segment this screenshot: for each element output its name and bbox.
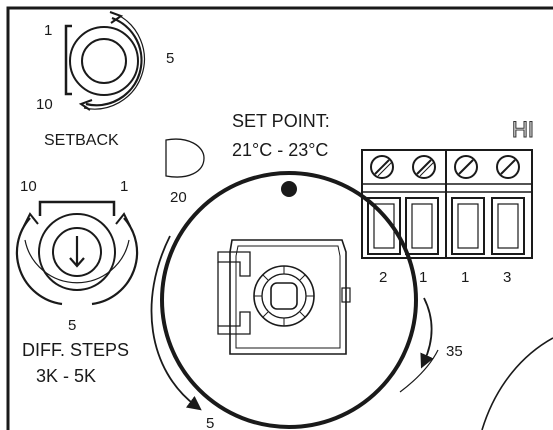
terminal-badge: HI — [512, 117, 534, 142]
setback-dial-min-label: 10 — [36, 96, 53, 113]
setback-dial-high-label: 5 — [166, 50, 174, 67]
terminal-screw-1[interactable] — [370, 155, 394, 179]
diff-knob-inner — [52, 227, 102, 277]
setpoint-scale-left-arc — [150, 235, 202, 411]
setpoint-scale-low: 20 — [170, 189, 187, 206]
diff-dial-left-label: 10 — [20, 178, 37, 195]
diff-dial-right-label: 1 — [120, 178, 128, 195]
setback-label: SETBACK — [44, 132, 119, 149]
terminal-slot-4[interactable] — [491, 197, 525, 255]
terminal-slot-1[interactable] — [367, 197, 401, 255]
setback-dial[interactable] — [64, 11, 145, 111]
diff-steps-dial[interactable] — [15, 200, 139, 306]
diff-rotation-arc-left — [15, 217, 63, 306]
diff-arrow-right-icon — [115, 212, 131, 227]
adjacent-dial-edge — [481, 337, 553, 430]
setback-dial-low-label: 1 — [44, 22, 52, 39]
setpoint-scale-bottom: 5 — [206, 415, 214, 430]
terminal-label-3: 1 — [461, 269, 469, 286]
diff-bracket — [38, 200, 116, 216]
indicator-lens — [165, 138, 205, 178]
setpoint-dial-ring — [160, 171, 418, 429]
setback-rotation-arc — [85, 16, 143, 107]
terminal-label-2: 1 — [419, 269, 427, 286]
setpoint-scale-right-arc — [420, 297, 434, 369]
diff-rotation-arc-right — [91, 217, 139, 306]
terminal-slot-3[interactable] — [451, 197, 485, 255]
setback-arrow-top-icon — [109, 11, 124, 24]
terminal-slot-2[interactable] — [405, 197, 439, 255]
panel-border — [6, 6, 553, 430]
terminal-screw-3[interactable] — [454, 155, 478, 179]
terminal-block — [361, 149, 533, 259]
terminal-screw-4[interactable] — [496, 155, 520, 179]
diff-steps-range: 3K - 5K — [36, 366, 96, 386]
diff-arrow-left-icon — [23, 212, 39, 227]
setback-bracket — [64, 24, 72, 96]
setpoint-range: 21°C - 23°C — [232, 140, 328, 160]
setback-arrow-bottom-icon — [78, 99, 93, 111]
terminal-label-4: 3 — [503, 269, 511, 286]
setpoint-dial[interactable] — [150, 171, 439, 429]
setpoint-knob[interactable] — [253, 265, 315, 327]
diff-knob-outer — [38, 213, 116, 291]
terminal-screw-2[interactable] — [412, 155, 436, 179]
diff-steps-label: DIFF. STEPS — [22, 340, 129, 360]
setback-knob-inner — [81, 38, 127, 84]
setpoint-scale-high: 35 — [446, 343, 463, 360]
terminal-label-1: 2 — [379, 269, 387, 286]
setback-knob-outer — [69, 26, 139, 96]
diff-rotation-arc-bottom — [24, 239, 130, 284]
setpoint-center-module — [217, 239, 351, 355]
setback-rotation-arc-outer — [83, 13, 145, 110]
setpoint-dial-marker — [281, 181, 297, 197]
diff-pointer-icon — [69, 236, 85, 268]
setpoint-title: SET POINT: — [232, 111, 330, 131]
setpoint-scale-outer-arc — [399, 349, 439, 393]
diff-steps-value: 5 — [68, 317, 76, 334]
